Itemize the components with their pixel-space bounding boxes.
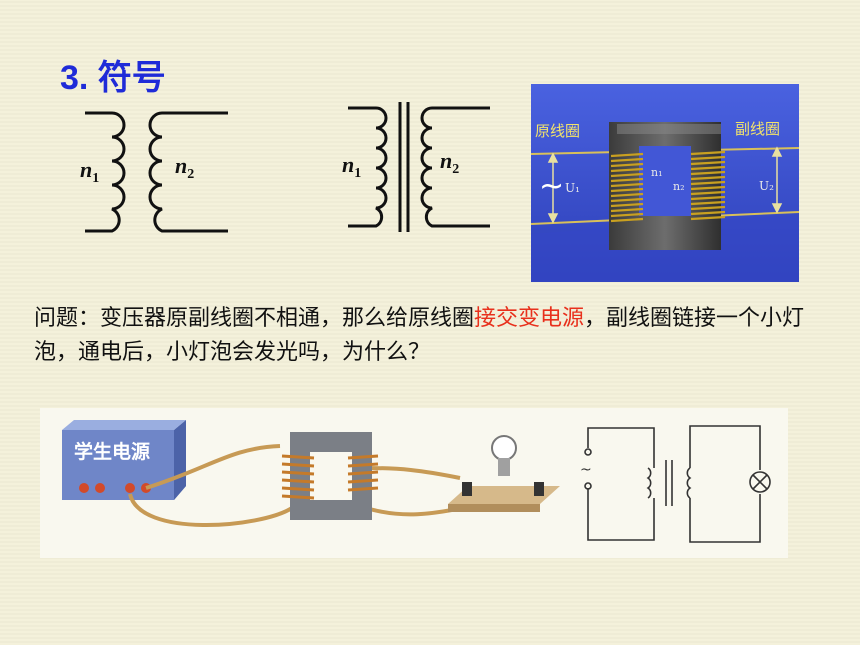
power-supply-label: 学生电源 (74, 440, 150, 463)
photo-n1-label: n₁ (651, 166, 663, 179)
question-part1: 问题：变压器原副线圈不相通，那么给原线圈 (34, 306, 475, 331)
n1-subscript: 1 (92, 171, 99, 186)
question-text: 问题：变压器原副线圈不相通，那么给原线圈接交变电源，副线圈链接一个小灯泡，通电后… (34, 302, 834, 370)
n1-subscript-iron: 1 (354, 166, 361, 181)
svg-text:n1: n1 (342, 152, 361, 181)
photo-n2-label: n₂ (673, 180, 685, 193)
circuit-illustration: 学生电源 ~ (40, 408, 788, 558)
ac-source-icon: ~ (539, 169, 564, 204)
iron-core-transformer-symbol: n1 n2 (342, 102, 490, 232)
page-title: 3. 符号 (60, 59, 166, 97)
photo-u1-label: U₁ (565, 181, 580, 195)
n1-label-iron: n (342, 152, 354, 177)
n2-subscript-iron: 2 (452, 162, 459, 177)
n2-label: n (175, 153, 187, 178)
question-highlight: 接交变电源 (474, 306, 585, 331)
n1-label: n (80, 157, 92, 182)
schematic-ac-symbol: ~ (580, 462, 592, 478)
svg-text:n1: n1 (80, 157, 99, 186)
svg-text:n2: n2 (175, 153, 194, 182)
n2-label-iron: n (440, 148, 452, 173)
n2-subscript: 2 (187, 167, 194, 182)
secondary-coil-label: 副线圈 (735, 120, 780, 138)
question-part2: ，副线圈链接一个小灯泡，通电后，小灯泡会发光吗，为什么？ (34, 306, 805, 365)
photo-u2-label: U₂ (759, 179, 774, 193)
primary-coil-label: 原线圈 (535, 122, 580, 140)
transformer-photo: 原线圈 副线圈 n₁ n₂ U₁ U₂ ~ (531, 84, 799, 282)
svg-text:n2: n2 (440, 148, 459, 177)
air-core-transformer-symbol: n1 n2 (80, 111, 228, 233)
